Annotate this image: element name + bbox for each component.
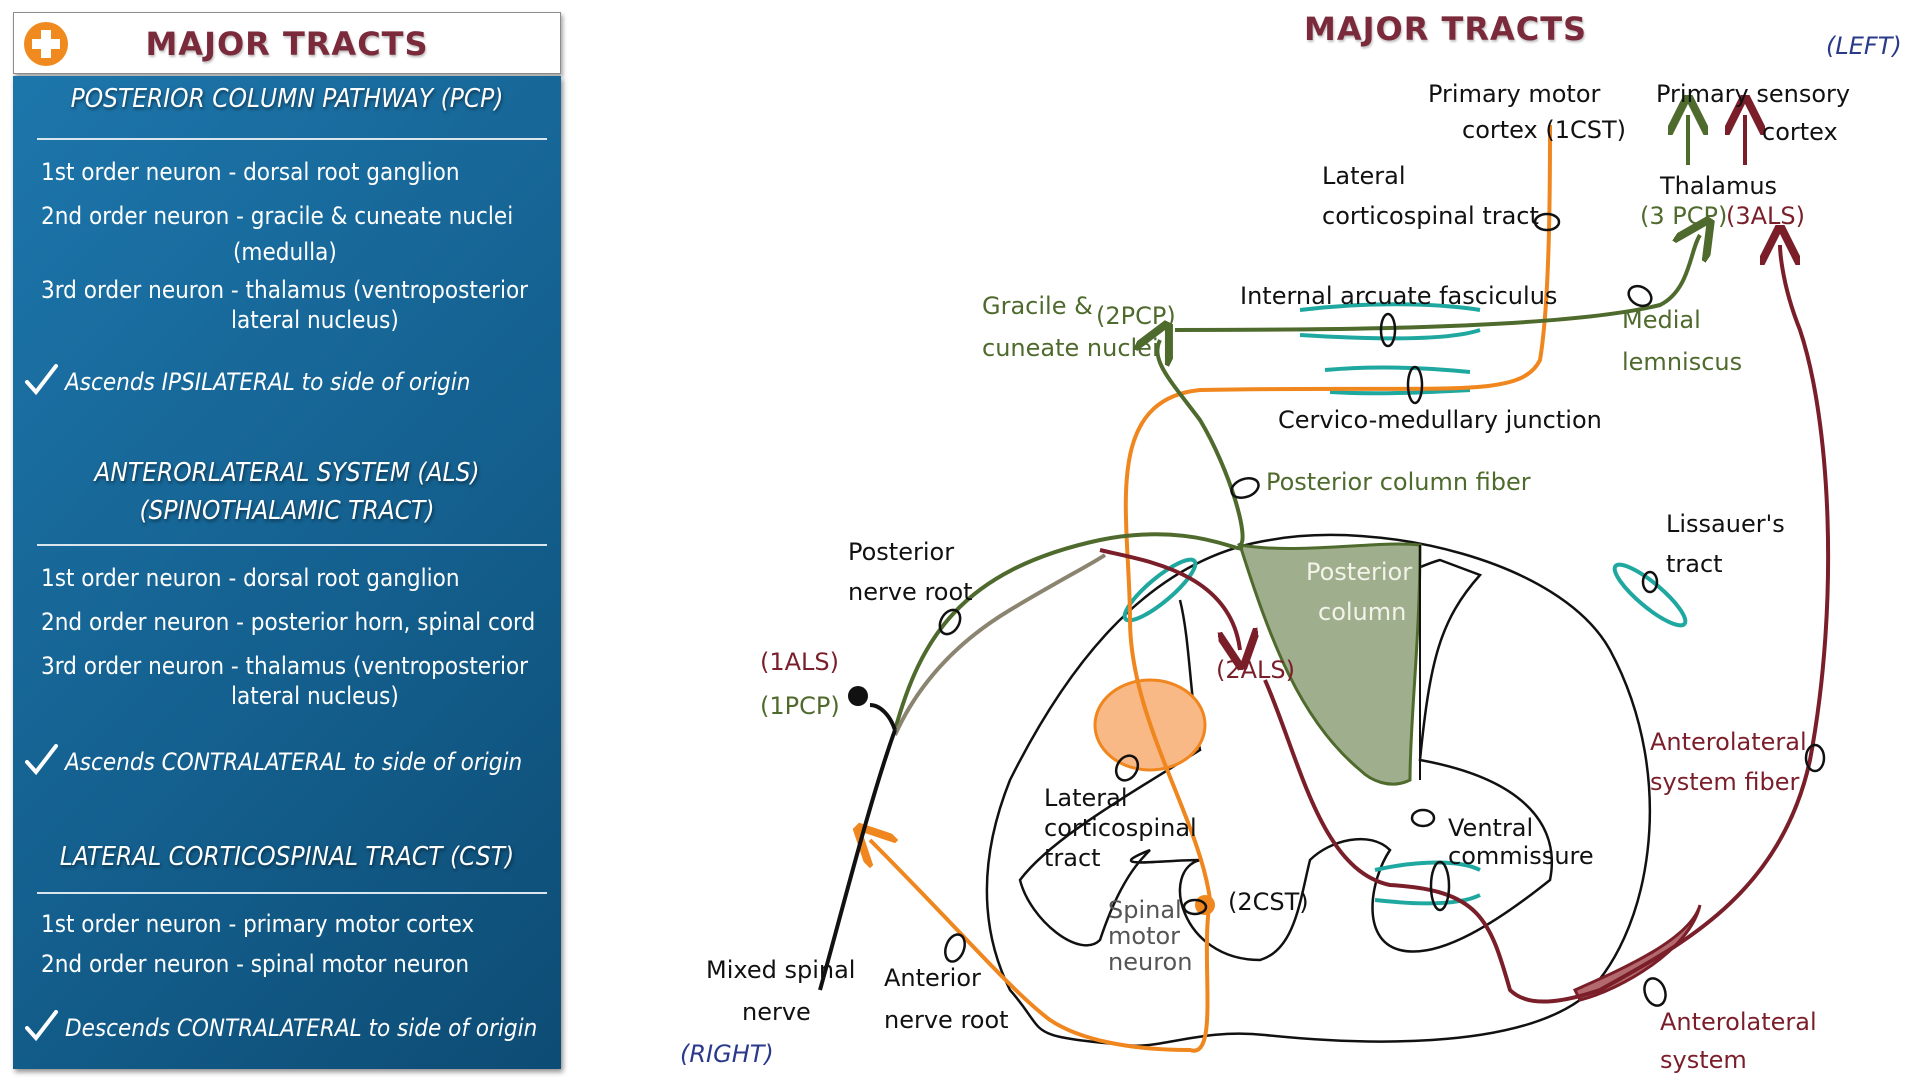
pcp-line-3: 3rd order neuron - thalamus (ventroposte… — [41, 276, 529, 304]
thalamus-als-label: (3ALS) — [1726, 202, 1806, 230]
posterior-column-label-2: column — [1318, 598, 1407, 626]
pcp-line-2: 2nd order neuron - gracile & cuneate nuc… — [41, 202, 514, 230]
als-line-1: 1st order neuron - dorsal root ganglion — [41, 564, 460, 592]
cervico-medullary-label: Cervico-medullary junction — [1278, 406, 1602, 434]
cst-line-1: 1st order neuron - primary motor cortex — [41, 910, 475, 938]
pcp-pathway — [893, 340, 1245, 731]
pcp2-label: (2PCP) — [1096, 302, 1176, 330]
thalamus-label: Thalamus — [1660, 172, 1778, 200]
als-line-3: 3rd order neuron - thalamus (ventroposte… — [41, 652, 529, 680]
cst-line-2: 2nd order neuron - spinal motor neuron — [41, 950, 470, 978]
als1-label: (1ALS) — [760, 648, 840, 676]
cst-pathway — [870, 124, 1552, 1053]
spinal-motor-neuron-label: Spinal — [1108, 896, 1182, 924]
right-side-label: (RIGHT) — [680, 1040, 774, 1068]
plus-circle-icon — [24, 22, 68, 66]
lateral-cst-lower-label-3: tract — [1044, 844, 1101, 872]
spinal-motor-neuron-label-2: motor — [1108, 922, 1181, 950]
lissauer-tract-label: Lissauer's — [1666, 510, 1785, 538]
als-pathway — [1099, 548, 1240, 650]
lateral-cst-upper-label-2: corticospinal tract — [1322, 202, 1539, 230]
pcp-line-2b: (medulla) — [233, 238, 337, 266]
pcp-section-title: POSTERIOR COLUMN PATHWAY (PCP) — [70, 84, 504, 114]
primary-sensory-cortex-label-2: cortex — [1762, 118, 1838, 146]
anterolateral-system-area — [1572, 904, 1702, 1002]
primary-motor-cortex-label-2: cortex (1CST) — [1462, 116, 1626, 144]
section-divider — [37, 138, 547, 140]
mixed-spinal-nerve-label-2: nerve — [742, 998, 811, 1026]
spinal-cord-outline — [985, 533, 1652, 1047]
anterolateral-system-label: Anterolateral — [1660, 1008, 1817, 1036]
posterior-column-label: Posterior — [1306, 558, 1413, 586]
info-panel: POSTERIOR COLUMN PATHWAY (PCP) 1st order… — [13, 76, 561, 1069]
dorsal-root-ganglion — [848, 686, 868, 706]
ventral-commissure-label-2: commissure — [1448, 842, 1594, 870]
ventral-commissure-label: Ventral — [1448, 814, 1534, 842]
left-side-label: (LEFT) — [1826, 32, 1902, 60]
gracile-label-2: cuneate nuclei — [982, 334, 1159, 362]
checkmark-icon — [25, 1010, 58, 1042]
medial-lemniscus-label: Medial — [1622, 306, 1701, 334]
lateral-cst-upper-label: Lateral — [1322, 162, 1406, 190]
section-divider — [37, 892, 547, 894]
pcp-note: Ascends IPSILATERAL to side of origin — [65, 368, 471, 396]
pcp1-label: (1PCP) — [760, 692, 840, 720]
als-section-title-1: ANTERORLATERAL SYSTEM (ALS) — [94, 458, 480, 488]
checkmark-icon — [25, 744, 58, 776]
anterior-nerve-root-label-2: nerve root — [884, 1006, 1009, 1034]
section-divider — [37, 544, 547, 546]
posterior-column — [1237, 542, 1422, 786]
cst-note: Descends CONTRALATERAL to side of origin — [65, 1014, 538, 1042]
posterior-nerve-root — [893, 553, 1107, 736]
diagram-title: MAJOR TRACTS — [1304, 10, 1588, 48]
checkmark-icon — [25, 364, 58, 396]
mixed-spinal-nerve — [818, 729, 897, 991]
primary-sensory-cortex-label: Primary sensory — [1656, 80, 1851, 108]
anterior-nerve-root-label: Anterior — [884, 964, 981, 992]
anterolateral-system-label-2: system — [1660, 1046, 1747, 1074]
anterolateral-fiber-label: Anterolateral — [1650, 728, 1807, 756]
gracile-label: Gracile & — [982, 292, 1093, 320]
medial-lemniscus-label-2: lemniscus — [1622, 348, 1743, 376]
lissauer-tract-label-2: tract — [1666, 550, 1723, 578]
als-line-3b: lateral nucleus) — [231, 682, 399, 710]
thalamus-pcp-label: (3 PCP) — [1640, 202, 1728, 230]
panel-title: MAJOR TRACTS — [145, 25, 429, 63]
pcp-line-1: 1st order neuron - dorsal root ganglion — [41, 158, 460, 186]
lateral-cst-lower-label: Lateral — [1044, 784, 1128, 812]
lateral-cst-lower-label-2: corticospinal — [1044, 814, 1197, 842]
spinal-motor-neuron-label-3: neuron — [1108, 948, 1193, 976]
als-line-2: 2nd order neuron - posterior horn, spina… — [41, 608, 536, 636]
posterior-nerve-root-label-2: nerve root — [848, 578, 973, 606]
posterior-column-fiber-label: Posterior column fiber — [1266, 468, 1531, 496]
lissauer-tract-left — [1122, 557, 1198, 623]
mixed-spinal-nerve-label: Mixed spinal — [706, 956, 856, 984]
cst-section-title: LATERAL CORTICOSPINAL TRACT (CST) — [59, 842, 515, 872]
grey-matter-outline — [1018, 554, 1554, 962]
panel-header: MAJOR TRACTS — [13, 12, 561, 74]
als-note: Ascends CONTRALATERAL to side of origin — [65, 748, 523, 776]
cst2-label: (2CST) — [1228, 888, 1309, 916]
posterior-nerve-root-label: Posterior — [848, 538, 955, 566]
als2-label: (2ALS) — [1216, 656, 1296, 684]
internal-arcuate-label: Internal arcuate fasciculus — [1240, 282, 1558, 310]
primary-motor-cortex-label: Primary motor — [1428, 80, 1601, 108]
als-section-title-2: (SPINOTHALAMIC TRACT) — [139, 496, 435, 526]
anterolateral-fiber-label-2: system fiber — [1650, 768, 1800, 796]
pcp-line-3b: lateral nucleus) — [231, 306, 399, 334]
